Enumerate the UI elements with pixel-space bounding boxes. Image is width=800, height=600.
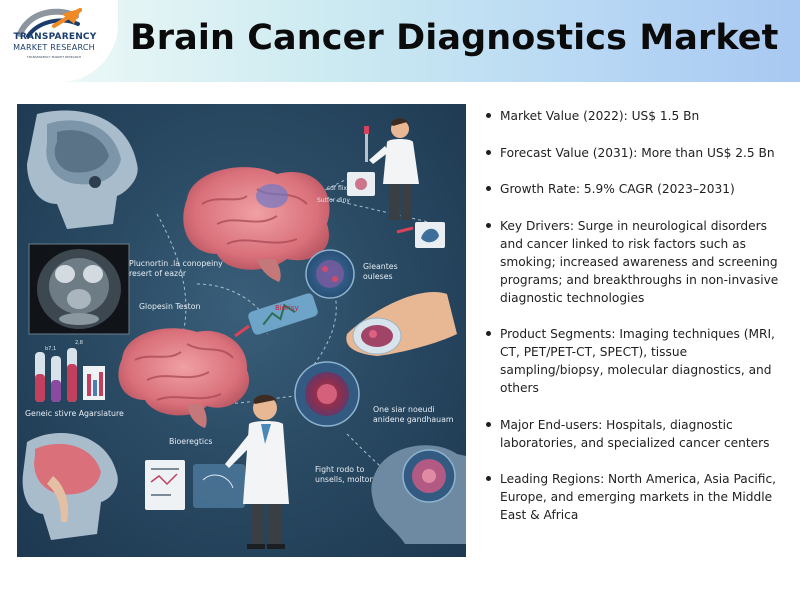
biopsy-syringe: Biorisy bbox=[234, 293, 318, 338]
bullet-dot-icon bbox=[486, 149, 491, 155]
brain-top bbox=[183, 167, 330, 282]
bullet-text: Growth Rate: 5.9% CAGR (2023–2031) bbox=[500, 182, 735, 196]
small-caption-2: Sutfor diny bbox=[317, 197, 350, 204]
logo-text-secondary: MARKET RESEARCH bbox=[13, 43, 95, 52]
label-right-mid: One siar noeudi anidene gandhauam bbox=[373, 405, 454, 424]
doctor-center-figure bbox=[225, 394, 289, 549]
market-highlights-list: Market Value (2022): US$ 1.5 Bn Forecast… bbox=[486, 107, 786, 543]
bullet-dot-icon bbox=[486, 222, 491, 228]
head-profile-bottom-right bbox=[371, 445, 466, 544]
bullet-dot-icon bbox=[486, 476, 491, 481]
head-profile-bottom bbox=[22, 432, 118, 540]
label-middle: Glopesin Teston bbox=[139, 302, 200, 311]
bullet-product-segments: Product Segments: Imaging techniques (MR… bbox=[486, 325, 786, 397]
sample-card-2 bbox=[396, 222, 445, 248]
bullet-key-drivers: Key Drivers: Surge in neurological disor… bbox=[486, 217, 786, 307]
vial-label-1: b7,1 bbox=[45, 346, 56, 352]
logo-swoosh-icon bbox=[17, 8, 82, 38]
label-center-bottom: Bioeregtics bbox=[169, 437, 212, 446]
label-right-top: Gleantes ouleses bbox=[363, 262, 400, 281]
sample-card-1 bbox=[347, 172, 375, 196]
logo[interactable]: TRANSPARENCY MARKET RESEARCH TRANSPARENC… bbox=[0, 0, 118, 82]
page-title: Brain Cancer Diagnostics Market bbox=[130, 18, 779, 58]
bullet-text: Key Drivers: Surge in neurological disor… bbox=[500, 218, 779, 305]
tumor-cell-circle bbox=[294, 361, 360, 427]
hand-with-petri-dish bbox=[346, 292, 457, 356]
bullet-text: Market Value (2022): US$ 1.5 Bn bbox=[500, 109, 700, 123]
bullet-leading-regions: Leading Regions: North America, Asia Pac… bbox=[486, 470, 786, 524]
head-profile-top bbox=[27, 110, 138, 229]
vial-label-2: 2,8 bbox=[75, 340, 83, 346]
bullet-dot-icon bbox=[486, 421, 491, 427]
biopsy-label: Biorisy bbox=[275, 304, 299, 312]
label-left-bottom: Geneic stivre Agarslature bbox=[25, 409, 124, 418]
bullet-text: Forecast Value (2031): More than US$ 2.5… bbox=[500, 145, 775, 160]
test-tubes: b7,1 2,8 bbox=[35, 340, 105, 402]
brain-center bbox=[118, 328, 250, 428]
small-caption-1: sdf flix bbox=[327, 185, 347, 192]
header-banner: TRANSPARENCY MARKET RESEARCH TRANSPARENC… bbox=[0, 0, 800, 82]
label-right-bottom: Fight rodo to unsells, molton bbox=[315, 465, 374, 484]
bullet-text: Major End-users: Hospitals, diagnostic l… bbox=[500, 417, 770, 450]
bullet-forecast-value: Forecast Value (2031): More than US$ 2.5… bbox=[486, 144, 786, 162]
digital-screen bbox=[193, 464, 245, 508]
label-top-left: Plucnortin .la conopeiny resert of eazor bbox=[129, 259, 225, 278]
logo-text-primary: TRANSPARENCY bbox=[13, 32, 97, 42]
report-clipboard bbox=[145, 460, 185, 510]
bullet-text: Product Segments: Imaging techniques (MR… bbox=[500, 327, 775, 395]
cell-sample-circle bbox=[305, 249, 355, 299]
bullet-dot-icon bbox=[486, 113, 491, 118]
doctor-top-figure bbox=[364, 118, 419, 220]
brain-cancer-illustration: sdf flix Sutfor diny Plucnortin .la cono… bbox=[17, 104, 466, 557]
mri-scan-image bbox=[28, 243, 130, 335]
bullet-dot-icon bbox=[486, 186, 491, 191]
bullet-end-users: Major End-users: Hospitals, diagnostic l… bbox=[486, 416, 786, 452]
illustration-canvas: sdf flix Sutfor diny Plucnortin .la cono… bbox=[22, 110, 466, 549]
bullet-dot-icon bbox=[486, 331, 491, 336]
logo-tagline: TRANSPARENCY MARKET RESEARCH bbox=[26, 55, 82, 59]
bullet-growth-rate: Growth Rate: 5.9% CAGR (2023–2031) bbox=[486, 180, 786, 198]
bullet-market-value: Market Value (2022): US$ 1.5 Bn bbox=[486, 107, 786, 125]
bullet-text: Leading Regions: North America, Asia Pac… bbox=[500, 472, 777, 522]
